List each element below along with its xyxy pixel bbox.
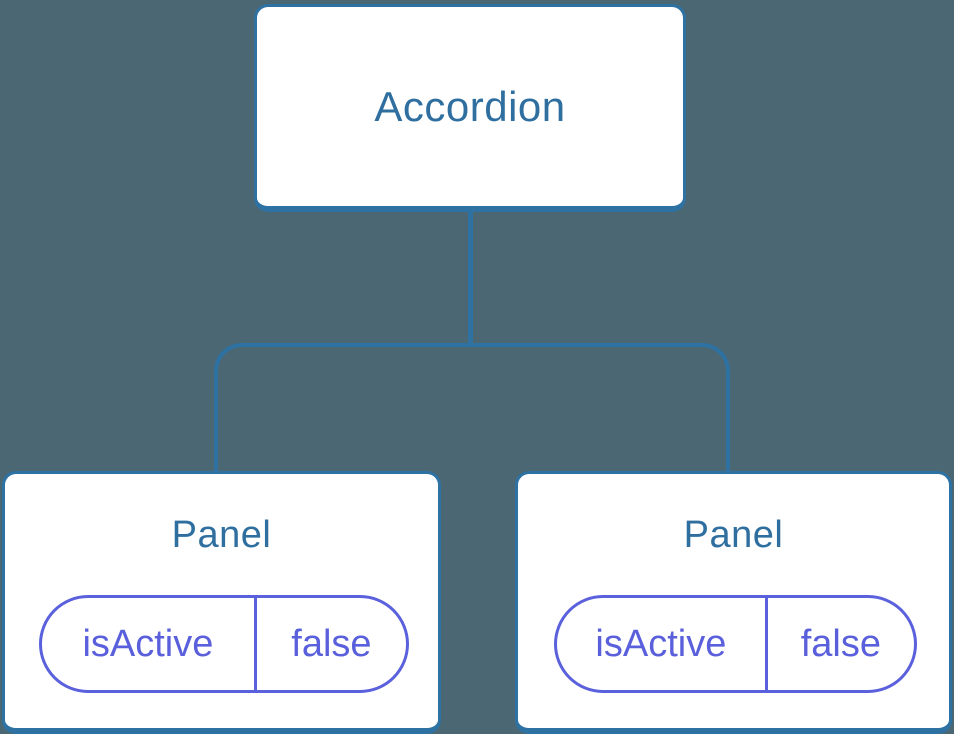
accordion-component-box: Accordion <box>254 4 686 212</box>
panel-left-box: Panel isActive false <box>2 471 441 734</box>
panel-right-state-value: false <box>800 622 882 665</box>
connector-stem-line <box>468 210 473 346</box>
panel-left-state-value: false <box>291 622 372 665</box>
panel-left-label: Panel <box>171 514 272 556</box>
panel-right-state-name: isActive <box>557 598 768 690</box>
connector-bracket <box>214 343 730 472</box>
panel-right-label: Panel <box>683 514 784 556</box>
panel-right-state-pill: isActive false <box>554 595 917 693</box>
panel-left-state-pill: isActive false <box>39 595 409 693</box>
panel-right-box: Panel isActive false <box>515 471 952 734</box>
panel-left-state-name: isActive <box>42 598 257 690</box>
accordion-component-label: Accordion <box>374 82 566 130</box>
